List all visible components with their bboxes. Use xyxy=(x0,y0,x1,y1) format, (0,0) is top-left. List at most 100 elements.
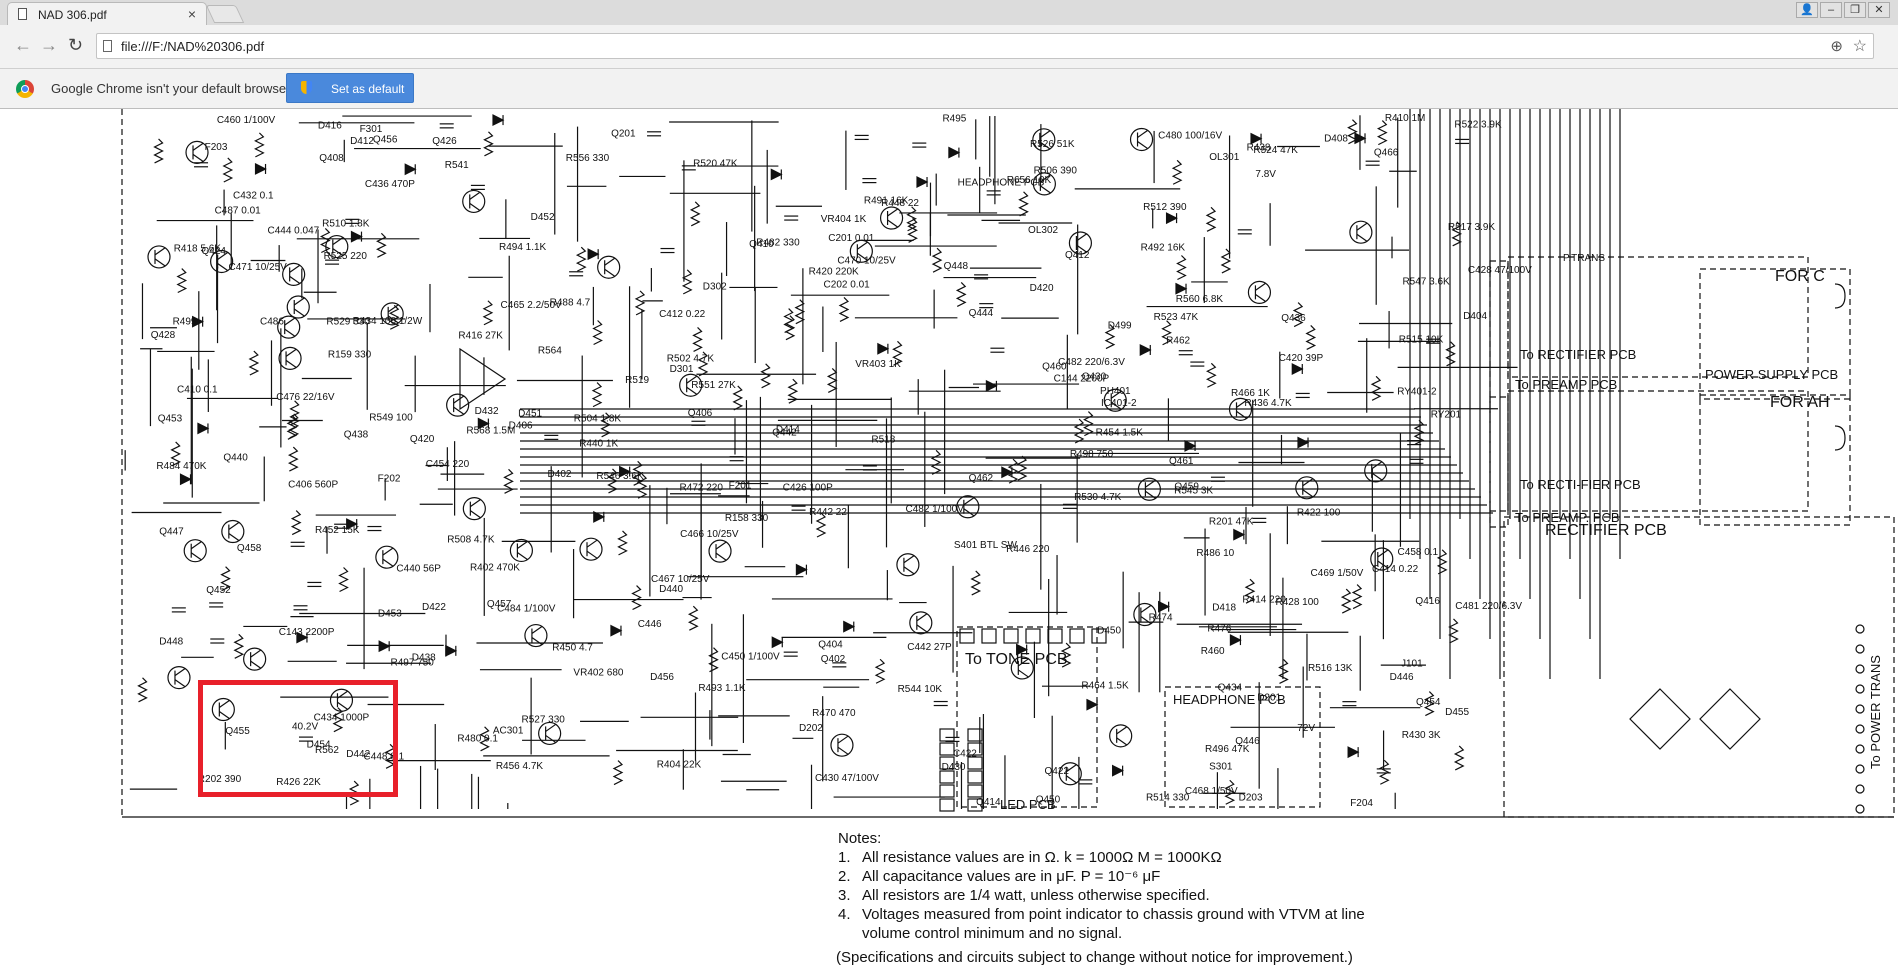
diode-symbol xyxy=(610,624,623,637)
component-label: C426 100P xyxy=(783,482,833,493)
block-label: To POWER TRANS xyxy=(1868,655,1883,769)
resistor-symbol xyxy=(1060,642,1072,668)
transistor-collector xyxy=(1356,222,1368,231)
close-window-button[interactable]: ✕ xyxy=(1868,2,1890,18)
shield-icon xyxy=(301,81,312,94)
diode-symbol xyxy=(346,518,359,531)
transistor-symbol xyxy=(282,262,306,286)
resistor-symbol xyxy=(575,246,587,272)
component-label: C410 0.1 xyxy=(177,385,218,396)
transistor-emitter xyxy=(1040,185,1051,194)
component-label: C412 0.22 xyxy=(659,309,706,320)
tab-strip: NAD 306.pdf × 👤 – ❐ ✕ xyxy=(0,0,1898,25)
profile-button[interactable]: 👤 xyxy=(1796,2,1818,18)
component-label: AC301 xyxy=(493,726,524,737)
zoom-icon[interactable]: ⊕ xyxy=(1830,38,1843,55)
component-label: F203 xyxy=(205,142,228,153)
pcb-outline xyxy=(1699,268,1851,400)
block-label: To RECTI-FIER PCB xyxy=(1520,477,1641,492)
resistor-symbol xyxy=(783,308,794,334)
transistor-collector xyxy=(469,499,481,508)
transistor-collector xyxy=(837,735,849,744)
output-terminal xyxy=(1855,624,1865,634)
connector-pin xyxy=(1025,628,1041,644)
component-label: Q446 xyxy=(1235,736,1260,747)
component-label: R466 1K xyxy=(1231,388,1270,399)
component-label: R414 220 xyxy=(1242,595,1286,606)
component-label: R428 100 xyxy=(1275,597,1319,608)
resistor-symbol xyxy=(784,315,796,341)
diode-symbol xyxy=(1016,643,1028,656)
component-label: R454 1.5K xyxy=(1096,428,1144,439)
transistor-collector xyxy=(382,547,394,556)
component-label: R158 330 xyxy=(725,513,769,524)
resistor-symbol xyxy=(1083,411,1094,437)
connector-pin xyxy=(939,756,955,770)
reload-button[interactable]: ↻ xyxy=(68,35,84,55)
resistor-symbol xyxy=(483,131,494,157)
component-label: R202 390 xyxy=(198,774,242,785)
transistor-emitter xyxy=(903,566,915,575)
component-label: R492 16K xyxy=(1141,242,1186,253)
back-button[interactable]: ← xyxy=(14,35,32,55)
set-as-default-button[interactable]: Set as default xyxy=(286,73,414,103)
transistor-symbol xyxy=(849,239,873,263)
component-label: VR404 1K xyxy=(821,214,867,225)
resistor-symbol xyxy=(1370,375,1382,401)
component-label: D201 xyxy=(1257,692,1281,703)
new-tab-button[interactable] xyxy=(205,5,245,23)
url-text[interactable]: file:///F:/NAD%20306.pdf xyxy=(121,39,265,54)
resistor-symbol xyxy=(592,320,603,346)
tab-active[interactable]: NAD 306.pdf × xyxy=(7,2,207,25)
transistor-collector xyxy=(1137,129,1148,138)
component-label: D456 xyxy=(650,672,674,683)
resistor-symbol xyxy=(290,510,302,536)
transistor-emitter xyxy=(289,275,301,284)
component-label: R494 1.1K xyxy=(499,242,547,253)
transistor-symbol xyxy=(446,393,470,417)
resistor-symbol xyxy=(826,367,838,393)
component-label: R452 15K xyxy=(315,525,360,536)
transistor-emitter xyxy=(1377,560,1389,569)
block-label: To RECTIFIER PCB xyxy=(1520,347,1636,362)
transistor-collector xyxy=(545,723,556,732)
forward-button[interactable]: → xyxy=(40,35,58,55)
component-label: R523 47K xyxy=(1154,312,1199,323)
diode-symbol xyxy=(254,162,267,175)
resistor-symbol xyxy=(1161,320,1172,346)
resistor-symbol xyxy=(1376,120,1388,146)
component-label: R474 xyxy=(1149,613,1173,624)
transistor-collector xyxy=(453,395,465,404)
resistor-symbol xyxy=(794,299,806,325)
component-label: R434 100 1/2W xyxy=(353,316,423,327)
transistor-symbol xyxy=(183,539,207,563)
resistor-symbol xyxy=(479,726,490,752)
transistor-collector xyxy=(517,540,528,549)
transistor-symbol xyxy=(1068,231,1093,255)
resistor-symbol xyxy=(1292,302,1304,328)
connector-pin xyxy=(967,770,983,784)
transistor-emitter xyxy=(453,406,465,415)
minimize-button[interactable]: – xyxy=(1820,2,1842,18)
component-label: R549 100 xyxy=(369,412,413,423)
tab-close-button[interactable]: × xyxy=(187,6,196,22)
transistor-symbol xyxy=(380,302,404,326)
component-label: D301 xyxy=(670,364,694,375)
maximize-button[interactable]: ❐ xyxy=(1844,2,1866,18)
connector-pin xyxy=(967,756,983,770)
transistor-emitter xyxy=(1017,669,1029,678)
pcb-outline xyxy=(956,626,1098,808)
transistor-collector xyxy=(1145,479,1156,488)
transistor-emitter xyxy=(469,202,481,211)
component-label: R499 xyxy=(173,316,197,327)
address-bar[interactable]: file:///F:/NAD%20306.pdf ⊕ ☆ xyxy=(96,33,1874,59)
block-label: P.TRANS xyxy=(1563,253,1605,264)
component-label: R464 1.5K xyxy=(1081,681,1129,692)
component-label: R502 4.7K xyxy=(667,354,715,365)
transistor-symbol xyxy=(1032,128,1056,152)
resistor-symbol xyxy=(288,413,300,439)
component-label: C143 2200P xyxy=(279,627,335,638)
component-label: D420 xyxy=(1030,283,1054,294)
bookmark-star-icon[interactable]: ☆ xyxy=(1852,38,1867,55)
